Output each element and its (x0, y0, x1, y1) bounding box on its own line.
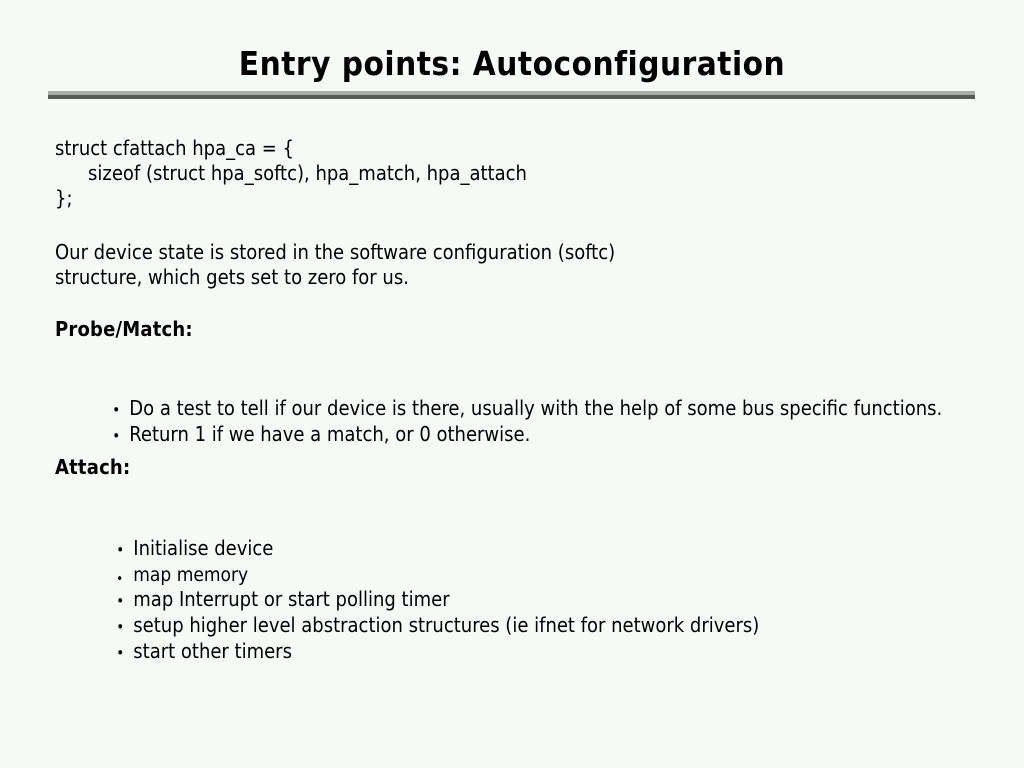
list-item-label: Do a test to tell if our device is there… (129, 396, 943, 420)
list-item: • setup higher level abstraction structur… (82, 588, 759, 665)
list-item-label: setup higher level abstraction structure… (133, 613, 760, 637)
bullet-icon: • (112, 427, 121, 445)
list-item-label: Initialise device (133, 536, 274, 560)
bullet-icon: • (116, 572, 124, 587)
list-item-label: Return 1 if we have a match, or 0 otherw… (129, 422, 531, 446)
bullet-icon: • (116, 644, 125, 662)
paragraph-line-1: Our device state is stored in the softwa… (55, 240, 616, 264)
title-block: Entry points: Autoconfiguration (0, 44, 1024, 84)
section-heading-probe-match: Probe/Match: (55, 317, 193, 341)
list-item: • map memory (82, 537, 248, 615)
bullet-icon: • (112, 401, 121, 419)
list-item: • Do a test to tell if our device is ther… (78, 371, 942, 448)
title-divider-rule (48, 91, 975, 99)
list-item: • Return 1 if we have a match, or 0 other… (78, 397, 530, 474)
section-heading-attach: Attach: (55, 455, 131, 479)
bullet-icon: • (116, 541, 125, 559)
bullet-icon: • (116, 592, 125, 610)
list-item: • map Interrupt or start polling timer (82, 562, 450, 639)
list-item-label: map memory (133, 564, 249, 586)
code-line-3: }; (55, 186, 73, 210)
list-item: • start other timers (82, 614, 292, 691)
code-line-2: sizeof (struct hpa_softc), hpa_match, hp… (88, 161, 527, 185)
bullet-icon: • (116, 618, 125, 636)
list-item-label: map Interrupt or start polling timer (133, 587, 450, 611)
list-item: • Initialise device (82, 511, 273, 588)
paragraph-line-2: structure, which gets set to zero for us… (55, 265, 409, 289)
list-item-label: start other timers (133, 639, 292, 663)
code-line-1: struct cfattach hpa_ca = { (55, 136, 294, 160)
divider-light-band (48, 91, 975, 95)
page-title: Entry points: Autoconfiguration (238, 44, 786, 83)
divider-dark-band (48, 95, 975, 99)
